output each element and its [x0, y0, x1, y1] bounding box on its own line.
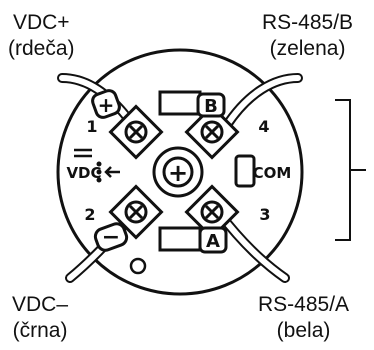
svg-text:B: B — [204, 96, 218, 117]
rs485-a-label: RS-485/A (bela) — [258, 292, 349, 344]
com-label: COM — [253, 164, 292, 182]
vdc-minus-title: VDC– — [12, 293, 69, 316]
vdc-plus-title: VDC+ — [12, 11, 70, 34]
side-bracket — [335, 99, 366, 241]
vdc-minus-label: VDC– (črna) — [12, 292, 68, 344]
plus-badge: + — [91, 89, 121, 119]
dc-symbol — [74, 148, 92, 158]
vdc-plus-wire-color: (rdeča) — [8, 37, 75, 60]
terminal-number-1: 1 — [86, 117, 97, 136]
rs485-b-label: RS-485/B (zelena) — [262, 10, 353, 62]
vdc-minus-wire-color: (črna) — [12, 319, 68, 342]
svg-text:A: A — [206, 231, 220, 252]
vdc-mark: VDC — [66, 148, 120, 183]
center-screw-symbol: + — [168, 159, 188, 187]
bottom-slot — [158, 226, 202, 252]
b-badge: B — [196, 92, 226, 118]
wire-rs485-b-core — [222, 75, 301, 131]
terminal-number-2: 2 — [84, 205, 95, 224]
com-slot — [234, 154, 256, 188]
mounting-hole — [129, 257, 147, 275]
terminal-4 — [184, 104, 240, 160]
rs485-b-title: RS-485/B — [262, 11, 354, 34]
terminal-number-4: 4 — [258, 117, 269, 136]
rs485-a-wire-color: (bela) — [276, 319, 331, 342]
rs485-a-title: RS-485/A — [258, 293, 350, 316]
a-badge: A — [198, 226, 228, 254]
svg-text:VDC: VDC — [66, 164, 101, 182]
vdc-plus-label: VDC+ (rdeča) — [8, 10, 75, 62]
rs485-b-wire-color: (zelena) — [269, 37, 346, 60]
terminal-number-3: 3 — [259, 205, 270, 224]
terminal-3 — [184, 184, 240, 240]
terminal-2 — [108, 184, 164, 240]
left-arrow-icon — [104, 166, 120, 178]
svg-text:+: + — [98, 93, 115, 117]
svg-text:−: − — [102, 225, 120, 250]
terminal-1 — [108, 104, 164, 160]
minus-badge: − — [93, 222, 129, 252]
center-screw: + — [152, 146, 204, 198]
top-slot — [158, 90, 202, 116]
